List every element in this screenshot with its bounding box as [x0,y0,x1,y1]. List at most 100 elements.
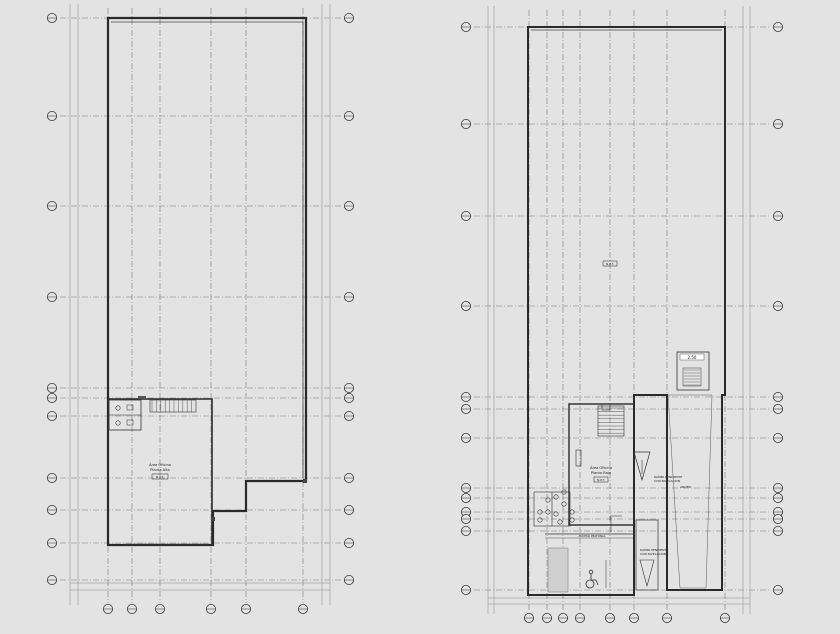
left-row-bubble-right-0 [343,12,354,23]
left-toilet-1 [115,405,121,411]
right-grid-lines [474,6,770,614]
right-row-bubble-right-1 [773,119,784,130]
left-stair [149,399,197,413]
right-dock [667,394,713,589]
right-ramp-1-label-2: CON NIVELACIÓN [654,478,680,483]
left-row-bubble-right-4 [343,382,354,393]
left-row-bubble-right-9 [343,538,354,549]
left-row-bubble-right-3 [343,291,354,302]
left-building-outline [106,16,308,547]
right-row-bubble-right-7 [773,482,784,493]
right-row-bubble-right-0 [773,21,784,32]
left-grid-lines [60,4,341,605]
right-patio-label: ANDÉN [680,484,691,489]
right-col-bubble-3 [575,613,586,624]
right-row-bubble-right-5 [773,403,784,414]
right-ramp-2 [635,519,659,591]
left-col-bubble-5 [297,604,308,615]
right-row-bubble-left-10 [460,514,471,525]
fixture-10 [557,519,563,525]
right-parking-hatch [547,547,569,593]
fixture-2 [545,509,551,515]
right-center-tag-box [602,260,618,267]
right-col-bubble-1 [542,613,553,624]
left-row-bubble-right-1 [343,111,354,122]
left-stair-treads [151,400,192,412]
right-office-tag-box [593,476,609,483]
left-room-label-2: Planta Alta [150,468,169,472]
ground-floor-plan: 2.50 N.P.T. Área Oficina Planta Baja N.P… [460,6,784,624]
right-elevator [676,351,710,391]
left-col-bubble-3 [205,604,216,615]
left-col-bubble-2 [154,604,165,615]
left-col-bubble-4 [240,604,251,615]
right-elevator-cab [682,367,702,387]
left-row-bubble-right-10 [343,575,354,586]
left-row-bubble-left-6 [47,410,58,421]
right-col-bubble-4 [605,613,616,624]
left-row-bubble-right-7 [343,472,354,483]
right-row-bubble-left-12 [460,585,471,596]
right-dim-tag: 2.50 [688,355,697,360]
right-elevator-hatch [684,369,700,386]
left-roof-boundary [111,21,304,478]
left-row-bubble-left-2 [47,200,58,211]
right-col-bubble-6 [662,613,673,624]
right-row-bubble-right-11 [773,526,784,537]
right-dim-tag-box [679,353,705,361]
right-ramp-2-label-2: CON NIVELACIÓN [640,551,666,556]
right-row-bubble-left-1 [460,119,471,130]
accessibility-icon [585,569,599,589]
right-row-bubble-left-0 [460,21,471,32]
upper-floor-plan: Área Oficina Planta Alta N.P.T. [47,4,354,615]
left-grid-bubbles [47,12,354,615]
right-col-bubble-0 [524,613,535,624]
right-ramp-1-label-1: RAMPA PENDIENTE [654,475,682,479]
right-ramp-2-label-1: RAMPA PENDIENTE [640,548,668,552]
left-row-bubble-left-3 [47,291,58,302]
right-row-bubble-left-11 [460,526,471,537]
fixture-5 [537,517,543,523]
right-row-bubble-right-3 [773,300,784,311]
left-row-bubble-left-0 [47,12,58,23]
sink-top [601,403,611,411]
right-office-room [568,403,635,526]
right-building-outline [527,26,726,596]
left-room-label-3: N.P.T. [156,475,164,479]
fixture-0 [545,497,551,503]
right-row-bubble-left-4 [460,391,471,402]
left-level-tag-box [151,473,169,480]
left-row-bubble-left-4 [47,382,58,393]
left-col-bubble-1 [127,604,138,615]
fixture-7 [561,501,567,507]
left-row-bubble-left-1 [47,111,58,122]
left-toilet-2 [115,420,121,426]
left-row-bubble-right-5 [343,392,354,403]
left-row-bubble-left-8 [47,504,58,515]
left-row-bubble-left-9 [47,538,58,549]
left-row-bubble-left-7 [47,472,58,483]
right-row-bubble-left-5 [460,403,471,414]
left-col-bubble-0 [103,604,114,615]
left-sink-2 [126,419,134,426]
right-center-tag: N.P.T. [606,262,614,266]
right-entrance-label: ACCESO PEATONAL [578,534,605,538]
counter [575,449,582,467]
right-row-bubble-right-12 [773,585,784,596]
right-col-bubble-2 [558,613,569,624]
right-row-bubble-left-6 [460,432,471,443]
right-row-bubble-left-3 [460,300,471,311]
right-row-bubble-right-6 [773,432,784,443]
right-row-bubble-right-10 [773,514,784,525]
left-row-bubble-right-2 [343,200,354,211]
right-row-bubble-right-8 [773,492,784,503]
right-row-bubble-left-8 [460,492,471,503]
left-row-bubble-left-10 [47,575,58,586]
right-row-bubble-right-4 [773,391,784,402]
left-sink-1 [126,404,134,411]
right-row-bubble-left-9 [460,506,471,517]
left-column-marker-2 [211,517,215,521]
right-ramp-1 [633,451,651,482]
left-column-marker [303,479,307,483]
